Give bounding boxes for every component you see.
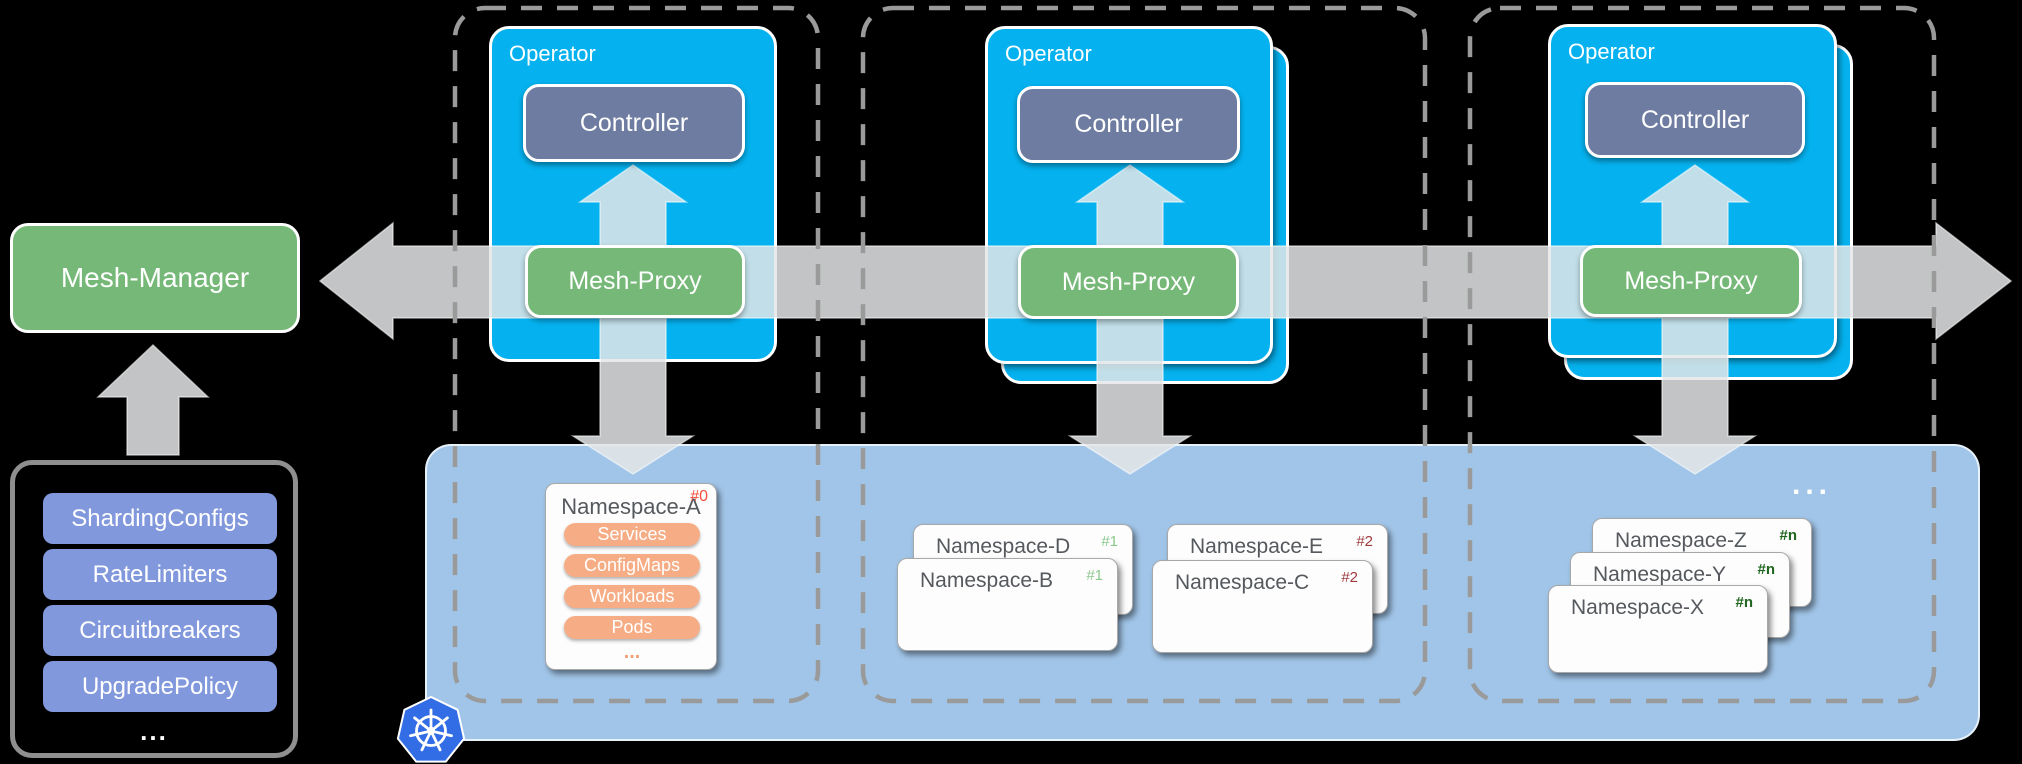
shard-badge: #n [1779,527,1797,544]
operator-label-1: Operator [509,41,596,66]
namespace-resources-ellipsis: ... [623,641,641,663]
controller-namespace-arrow-3 [1632,164,1758,475]
namespace-title: Namespace-C [1175,571,1310,594]
controller-namespace-arrow-1 [570,164,696,475]
controller-box-3: Controller [1585,82,1805,158]
crd-pill-circuitbreakers: Circuitbreakers [43,605,277,656]
shard-badge: #2 [1341,569,1358,586]
crd-ellipsis: ... [140,716,168,746]
namespace-stack-ellipsis: ... [1792,468,1833,501]
crd-pill-shardingconfigs: ShardingConfigs [43,493,277,544]
controller-namespace-arrow-2 [1067,164,1193,475]
controller-box-2: Controller [1017,86,1240,163]
tenant-boundary-3 [1467,5,1937,704]
crd-list-box: ShardingConfigs RateLimiters Circuitbrea… [10,460,298,758]
resource-pill-pods: Pods [564,616,700,639]
namespace-title: Namespace-B [920,569,1054,592]
mesh-manager-box: Mesh-Manager [10,223,300,333]
crd-pill-upgradepolicy: UpgradePolicy [43,661,277,712]
namespace-title: Namespace-E [1190,535,1324,558]
crd-pill-ratelimiters: RateLimiters [43,549,277,600]
kubernetes-logo-icon [396,696,466,763]
namespace-card-c: Namespace-C #2 [1152,560,1373,653]
mesh-proxy-box-2: Mesh-Proxy [1018,245,1239,319]
resource-pill-configmaps: ConfigMaps [564,554,700,577]
resource-pill-workloads: Workloads [564,585,700,608]
namespace-card-a: Namespace-A #0 Services ConfigMaps Workl… [545,483,717,670]
shard-badge: #0 [690,488,708,505]
namespace-card-b: Namespace-B #1 [897,558,1118,651]
controller-box-1: Controller [523,84,745,162]
mesh-proxy-box-1: Mesh-Proxy [525,245,745,318]
tenant-boundary-1 [452,5,821,704]
namespace-title: Namespace-D [936,535,1071,558]
crd-pill-list: ShardingConfigs RateLimiters Circuitbrea… [43,493,277,717]
shard-badge: #1 [1101,533,1118,550]
mesh-proxy-box-3: Mesh-Proxy [1580,245,1802,317]
namespace-resource-list: Services ConfigMaps Workloads Pods ... [564,523,700,663]
resource-pill-services: Services [564,523,700,546]
shard-badge: #2 [1356,533,1373,550]
crd-to-manager-arrow [96,343,210,456]
namespace-title: Namespace-X [1571,596,1705,619]
operator-label-3: Operator [1568,39,1655,64]
shard-badge: #1 [1086,567,1103,584]
shard-badge: #n [1757,561,1775,578]
namespace-card-x: Namespace-X #n [1548,585,1768,673]
namespace-title: Namespace-Y [1593,563,1727,586]
namespace-title: Namespace-A [561,494,701,519]
namespace-title: Namespace-Z [1615,529,1747,552]
shard-badge: #n [1735,594,1753,611]
operator-label-2: Operator [1005,41,1092,66]
tenant-boundary-2 [860,5,1428,704]
